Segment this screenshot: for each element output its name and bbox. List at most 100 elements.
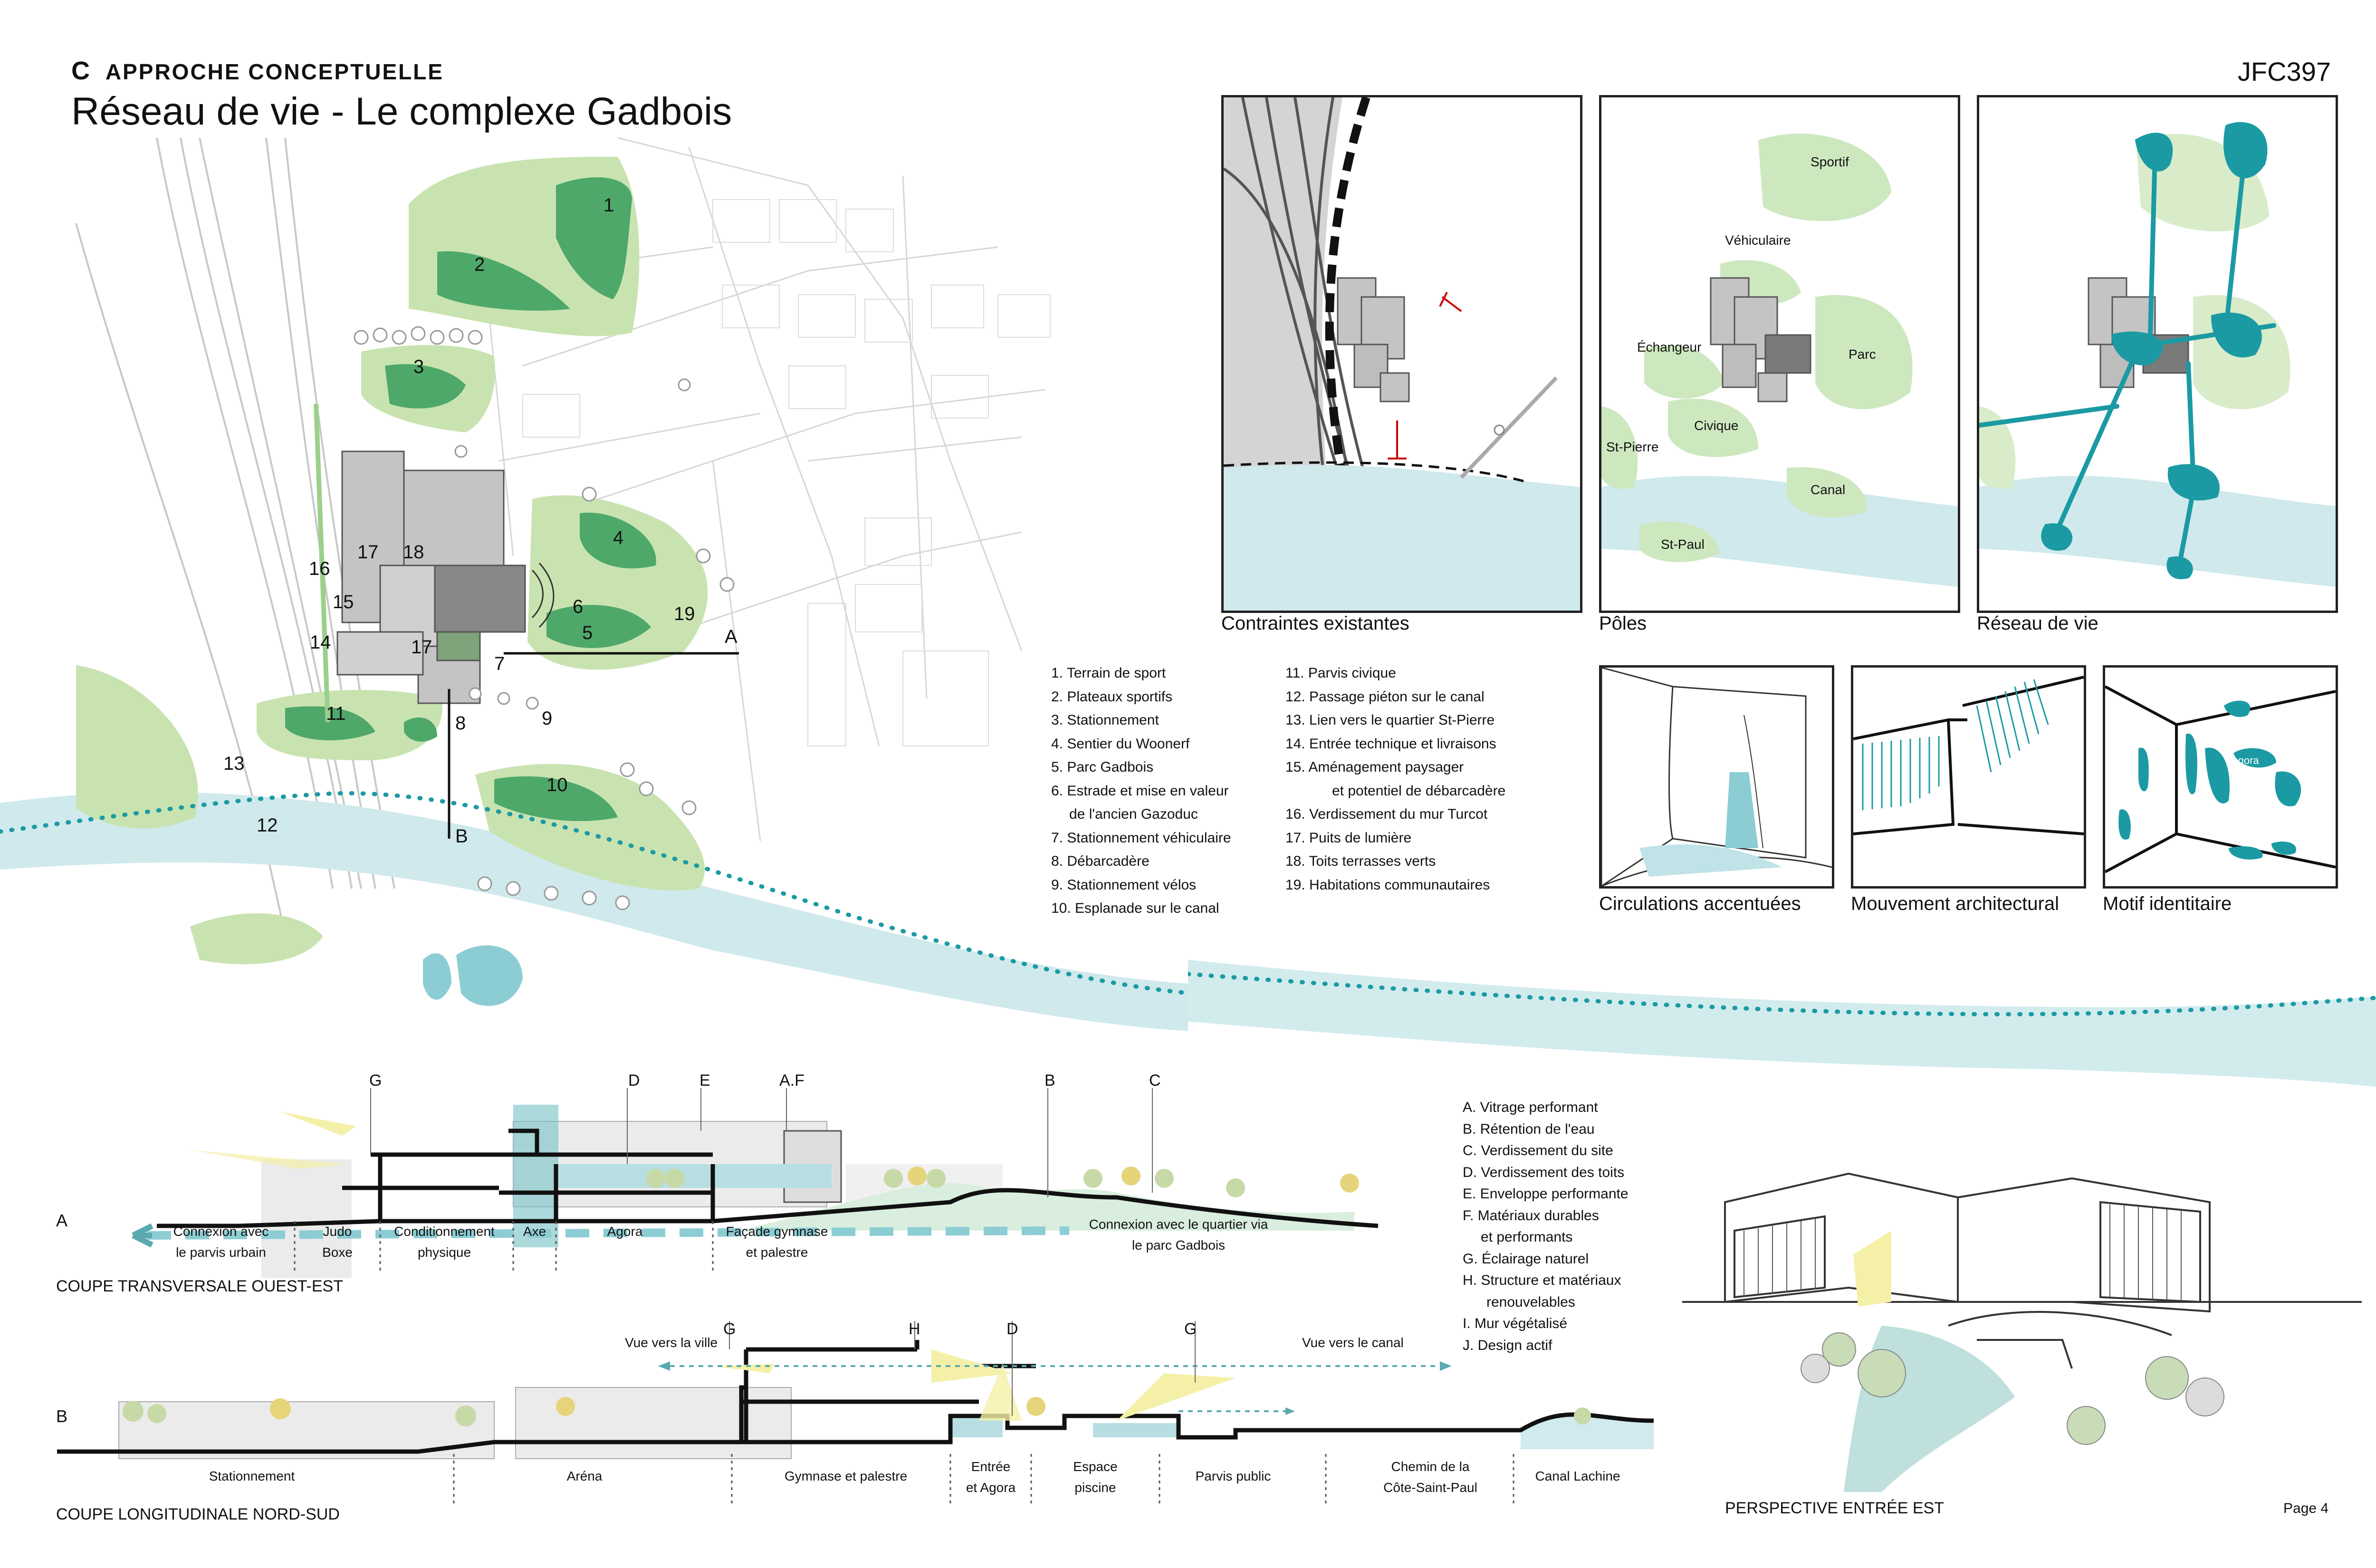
poles-diagram [1601,134,1958,587]
panel-poles: Sportif Véhiculaire Échangeur Parc Civiq… [1599,95,1960,613]
reseau-diagram [1979,122,2336,587]
pole-label-parc: Parc [1849,347,1876,362]
circulations-diagram [1601,668,1832,886]
legend-item: 11. Parvis civique [1285,665,1396,681]
legend-item: D. Verdissement des toits [1463,1164,1625,1180]
plan-marker-13: 13 [223,753,245,774]
plan-marker-17b: 17 [411,637,432,658]
section-a-marker-g: G [369,1071,382,1090]
legend-item: de l'ancien Gazoduc [1069,806,1198,822]
plan-marker-1: 1 [604,195,614,216]
section-a-title: COUPE TRANSVERSALE OUEST-EST [56,1277,343,1295]
section-b-title: COUPE LONGITUDINALE NORD-SUD [56,1505,340,1523]
caption-motif: Motif identitaire [2103,893,2232,914]
plan-marker-12: 12 [257,815,278,836]
page-title: Réseau de vie - Le complexe Gadbois [71,90,732,133]
motif-diagram [2105,685,2336,873]
plan-marker-2: 2 [474,254,485,275]
plan-marker-17a: 17 [357,542,379,563]
legend-item: J. Design actif [1463,1337,1552,1353]
pole-label-st-pierre: St-Pierre [1606,440,1659,454]
perspective-title: PERSPECTIVE ENTRÉE EST [1725,1499,1944,1517]
plan-marker-15: 15 [333,592,354,612]
legend-item: 14. Entrée technique et livraisons [1285,736,1496,752]
section-letter: C [71,57,91,85]
plan-marker-9: 9 [542,708,553,729]
legend-item: B. Rétention de l'eau [1463,1121,1595,1137]
section-b-drawing [57,1321,1654,1459]
legend-item: 17. Puits de lumière [1285,830,1412,846]
legend-item: 10. Esplanade sur le canal [1051,900,1219,916]
project-code: JFC397 [2237,57,2331,86]
plan-marker-5: 5 [582,622,593,643]
plan-marker-4: 4 [613,527,624,548]
legend-item: et performants [1481,1229,1573,1245]
legend-item: 12. Passage piéton sur le canal [1285,688,1485,705]
caption-contraintes: Contraintes existantes [1221,613,1409,634]
legend-item: renouvelables [1486,1294,1575,1310]
section-a-marker-c: C [1149,1071,1161,1090]
legend-item: A. Vitrage performant [1463,1100,1598,1115]
section-header: C APPROCHE CONCEPTUELLE [71,56,444,86]
section-a-marker-e: E [699,1071,710,1090]
pole-label-civique: Civique [1694,418,1739,433]
legend-item: 7. Stationnement véhiculaire [1051,830,1231,846]
section-b-marker-h: H [909,1320,920,1338]
caption-circulations: Circulations accentuées [1599,893,1801,914]
plan-marker-3: 3 [413,356,424,377]
legend-item: 19. Habitations communautaires [1285,877,1490,893]
legend-item: 2. Plateaux sportifs [1051,688,1173,705]
plan-marker-11: 11 [326,703,346,724]
caption-poles: Pôles [1599,613,1647,634]
section-b-marker-d: D [1006,1320,1018,1338]
section-b-zone-stationnement: Stationnement [209,1469,295,1483]
section-a-zone-agora: Agora [607,1224,643,1239]
legend-item: 4. Sentier du Woonerf [1051,736,1190,752]
contraintes-diagram [1224,97,1580,611]
panel-mouvement [1851,665,2086,889]
plan-marker-16: 16 [309,558,330,579]
legend-item: I. Mur végétalisé [1463,1316,1568,1331]
plan-marker-14: 14 [310,632,331,653]
perspective-sketch [1682,1172,2362,1492]
legend-item: 5. Parc Gadbois [1051,759,1154,775]
legend-item: 13. Lien vers le quartier St-Pierre [1285,712,1495,728]
legend-item: G. Éclairage naturel [1463,1251,1589,1267]
section-a-marker-b: B [1044,1071,1055,1090]
plan-marker-10: 10 [546,774,568,795]
section-a-dividers [294,1221,714,1273]
plan-marker-6: 6 [573,596,584,617]
mouvement-diagram [1853,676,2084,835]
plan-legend-left: 1. Terrain de sport 2. Plateaux sportifs… [1051,661,1231,920]
section-a-marker-af: A.F [779,1071,805,1090]
legend-item: 16. Verdissement du mur Turcot [1285,806,1488,822]
legend-item: 3. Stationnement [1051,712,1159,728]
pole-label-sportif: Sportif [1811,154,1849,169]
section-a-marker-d: D [628,1071,640,1090]
plan-marker-7: 7 [494,653,505,674]
legend-item: F. Matériaux durables [1463,1207,1599,1224]
legend-item: et potentiel de débarcadère [1332,783,1506,799]
plan-marker-8: 8 [455,713,466,734]
pole-label-echangeur: Échangeur [1637,340,1702,354]
section-a-zone-axe: Axe [523,1224,546,1239]
legend-item: 6. Estrade et mise en valeur [1051,783,1229,799]
caption-reseau: Réseau de vie [1977,613,2098,634]
canal-band [1188,960,2376,1087]
section-b-view-city: Vue vers la ville [625,1335,718,1350]
pole-label-canal: Canal [1811,482,1846,497]
panel-circulations [1599,665,1834,889]
section-b-zone-arena: Aréna [566,1469,603,1483]
section-b-marker-g1: G [723,1320,736,1338]
section-b-marker-g2: G [1184,1320,1197,1338]
panel-reseau [1977,95,2338,613]
section-b-zone-parvis: Parvis public [1195,1469,1271,1483]
motif-agora-label: Agora [2231,755,2259,766]
